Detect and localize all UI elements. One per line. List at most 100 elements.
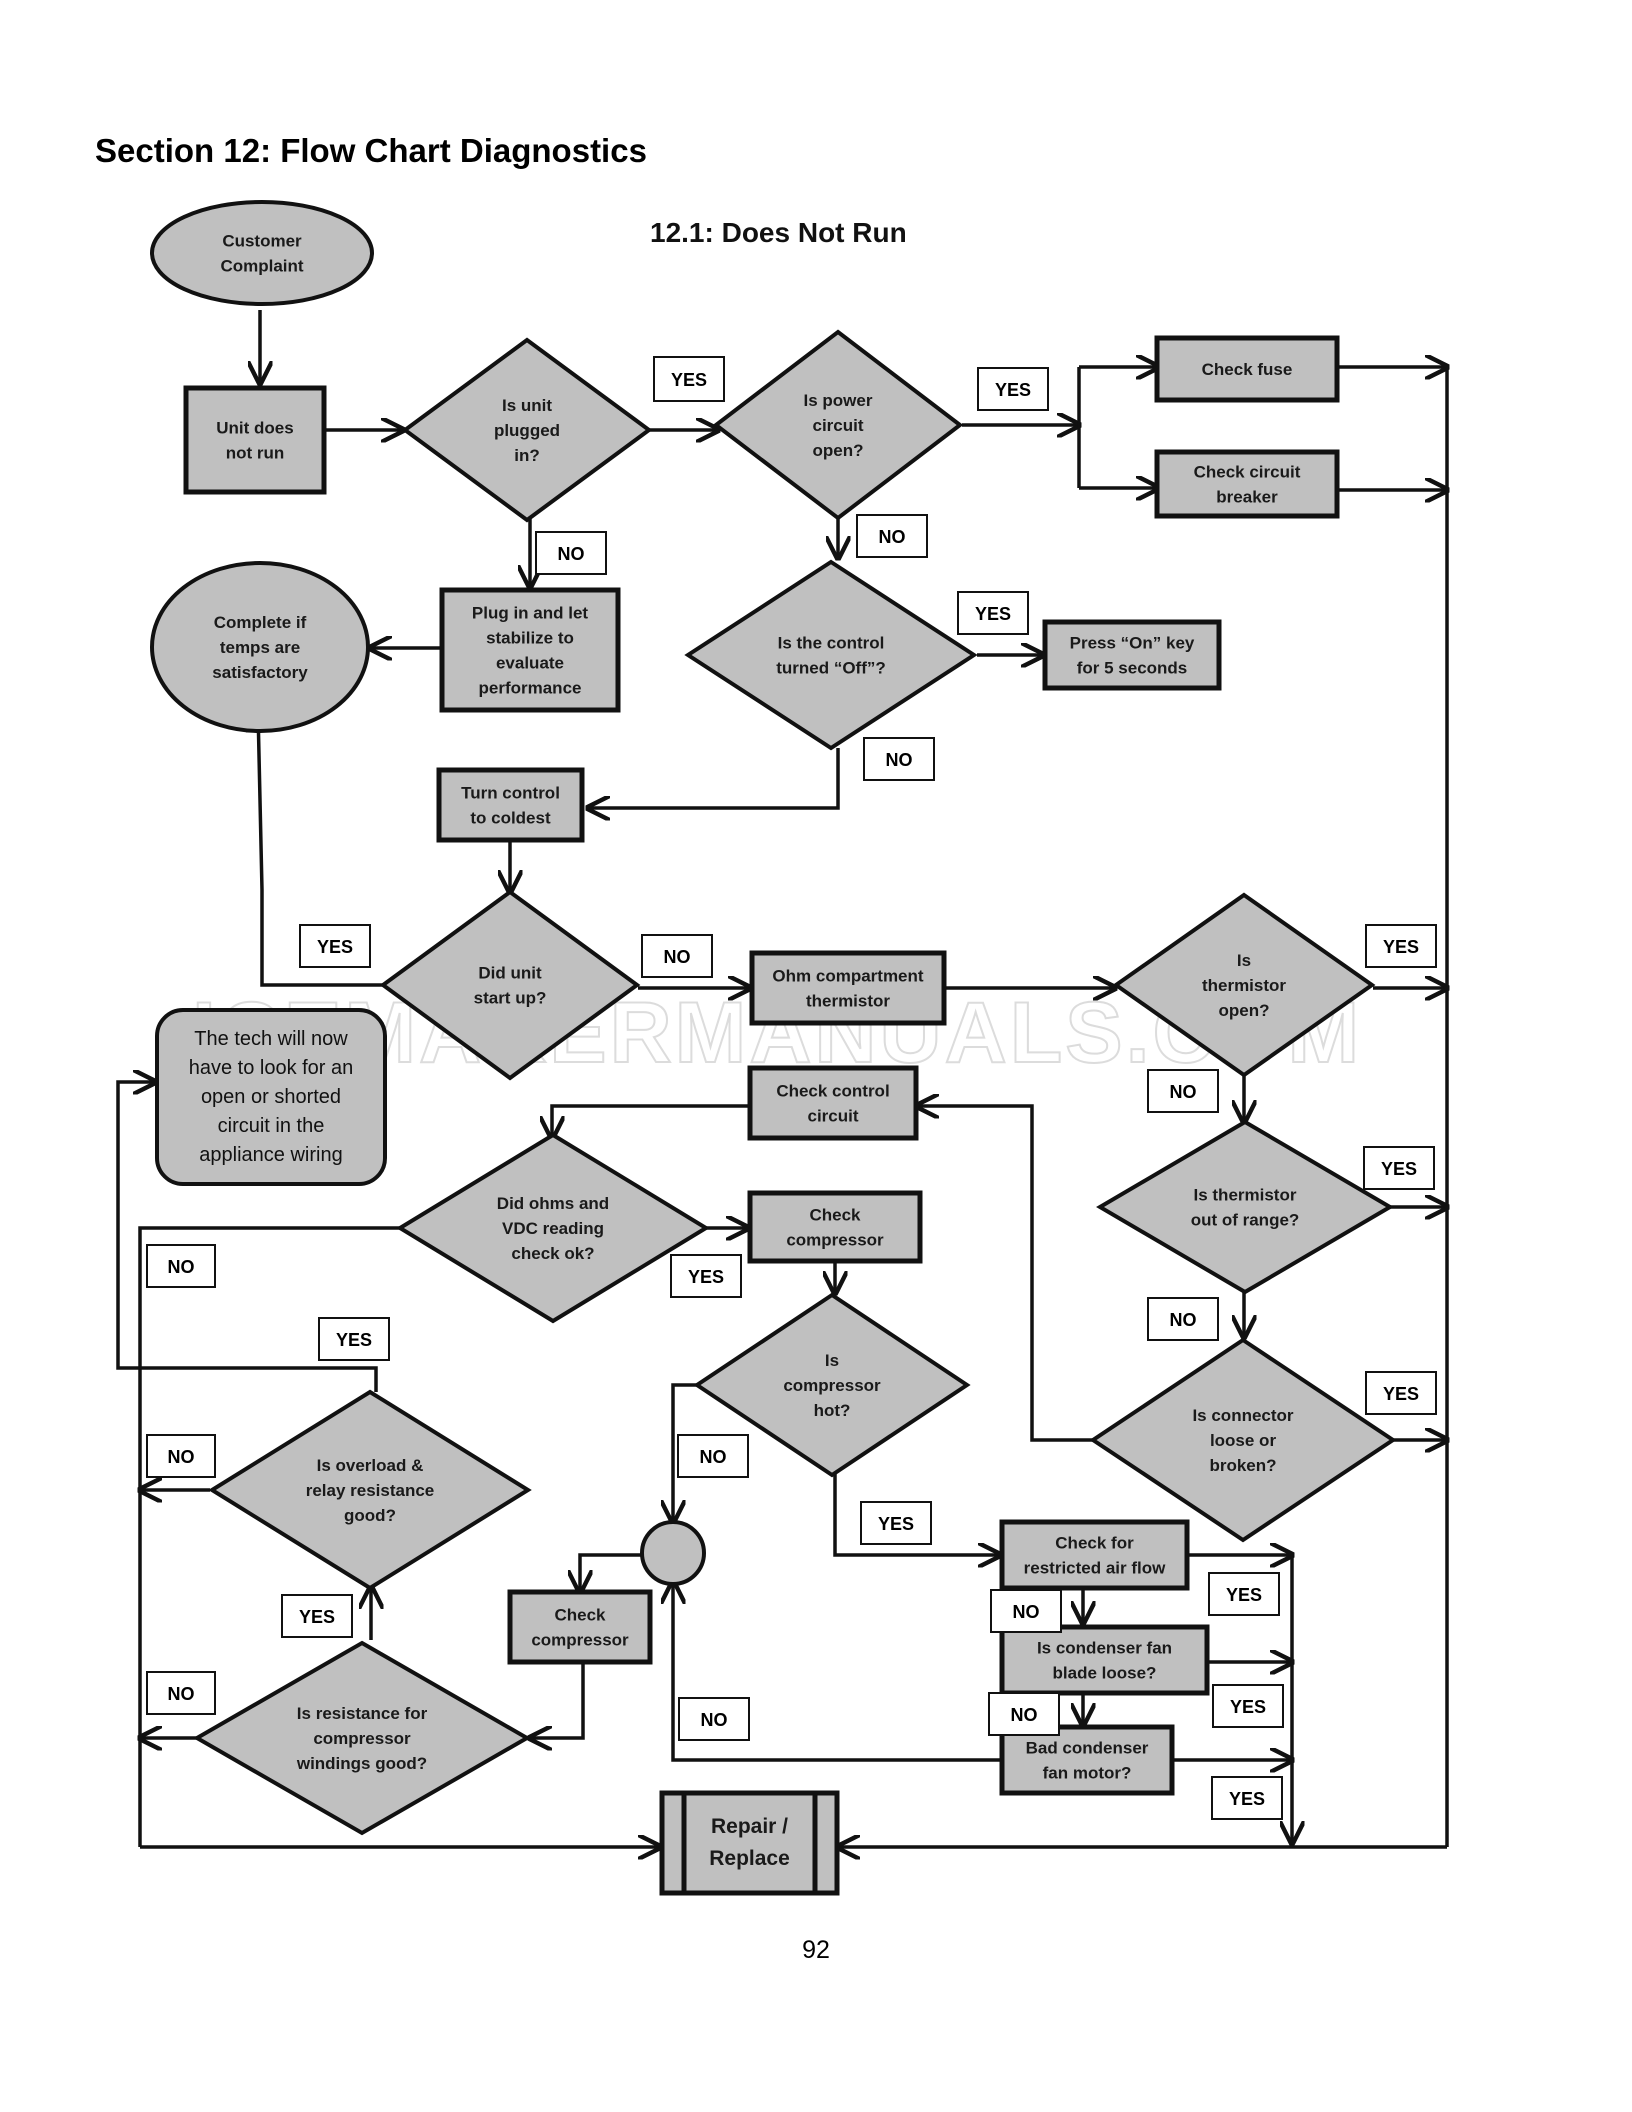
edge-comp2-to-windings [530,1662,585,1738]
page-number: 92 [802,1936,830,1964]
svg-text:NO: NO [168,1684,195,1704]
node-label: Repair /Replace [709,1815,790,1870]
label-connector-yes: YES [1365,1371,1437,1415]
chart-title: 12.1: Does Not Run [650,217,907,248]
svg-text:YES: YES [1383,937,1419,957]
edge-overload-yes [116,1082,378,1392]
svg-text:YES: YES [299,1607,335,1627]
svg-text:NO: NO [1170,1082,1197,1102]
label-windings-yes: YES [281,1594,353,1638]
label-startup-yes: YES [299,924,371,968]
node-repair-replace: Repair /Replace [659,1790,840,1896]
label-plugged-yes: YES [653,356,725,402]
svg-text:YES: YES [995,380,1031,400]
label-fan-motor-no: NO [678,1697,750,1741]
node-label: Check fuse [1202,360,1293,379]
svg-text:YES: YES [317,937,353,957]
label-out-of-range-no: NO [1147,1297,1219,1341]
edge-hot-yes [833,1472,1000,1555]
edge-control-off-no [588,748,840,808]
label-out-of-range-yes: YES [1363,1146,1435,1190]
svg-text:YES: YES [1381,1159,1417,1179]
connector-lines [116,310,1447,1847]
yes-no-labels: YES YES NO NO YES NO YES NO YES NO YES NO YES NO YES YE… [146,356,1437,1820]
label-power-open-no: NO [856,514,928,558]
edge-ohms-no [138,1226,400,1847]
svg-text:NO: NO [1170,1310,1197,1330]
label-overload-yes: YES [318,1317,390,1361]
label-air-flow-no: NO [990,1589,1062,1633]
edge-control-circuit-to-ohms [552,1104,750,1138]
svg-text:YES: YES [1230,1697,1266,1717]
label-fan-blade-yes: YES [1212,1684,1284,1728]
svg-text:NO: NO [886,750,913,770]
label-thermistor-open-no: NO [1147,1069,1219,1113]
label-ohms-vdc-no: NO [146,1244,216,1288]
svg-text:YES: YES [336,1330,372,1350]
svg-text:NO: NO [168,1257,195,1277]
svg-text:NO: NO [879,527,906,547]
label-windings-no: NO [146,1671,216,1715]
svg-text:YES: YES [1383,1384,1419,1404]
svg-text:NO: NO [664,947,691,967]
svg-text:NO: NO [1011,1705,1038,1725]
svg-text:YES: YES [878,1514,914,1534]
label-fan-motor-yes: YES [1211,1776,1283,1820]
edge-hot-no [673,1383,700,1522]
page-title: Section 12: Flow Chart Diagnostics [95,132,647,169]
label-compressor-hot-no: NO [677,1434,749,1478]
node-check-fuse: Check fuse [1154,335,1340,403]
label-control-off-no: NO [863,737,935,781]
label-air-flow-yes: YES [1208,1572,1280,1616]
label-power-open-yes: YES [977,367,1049,411]
